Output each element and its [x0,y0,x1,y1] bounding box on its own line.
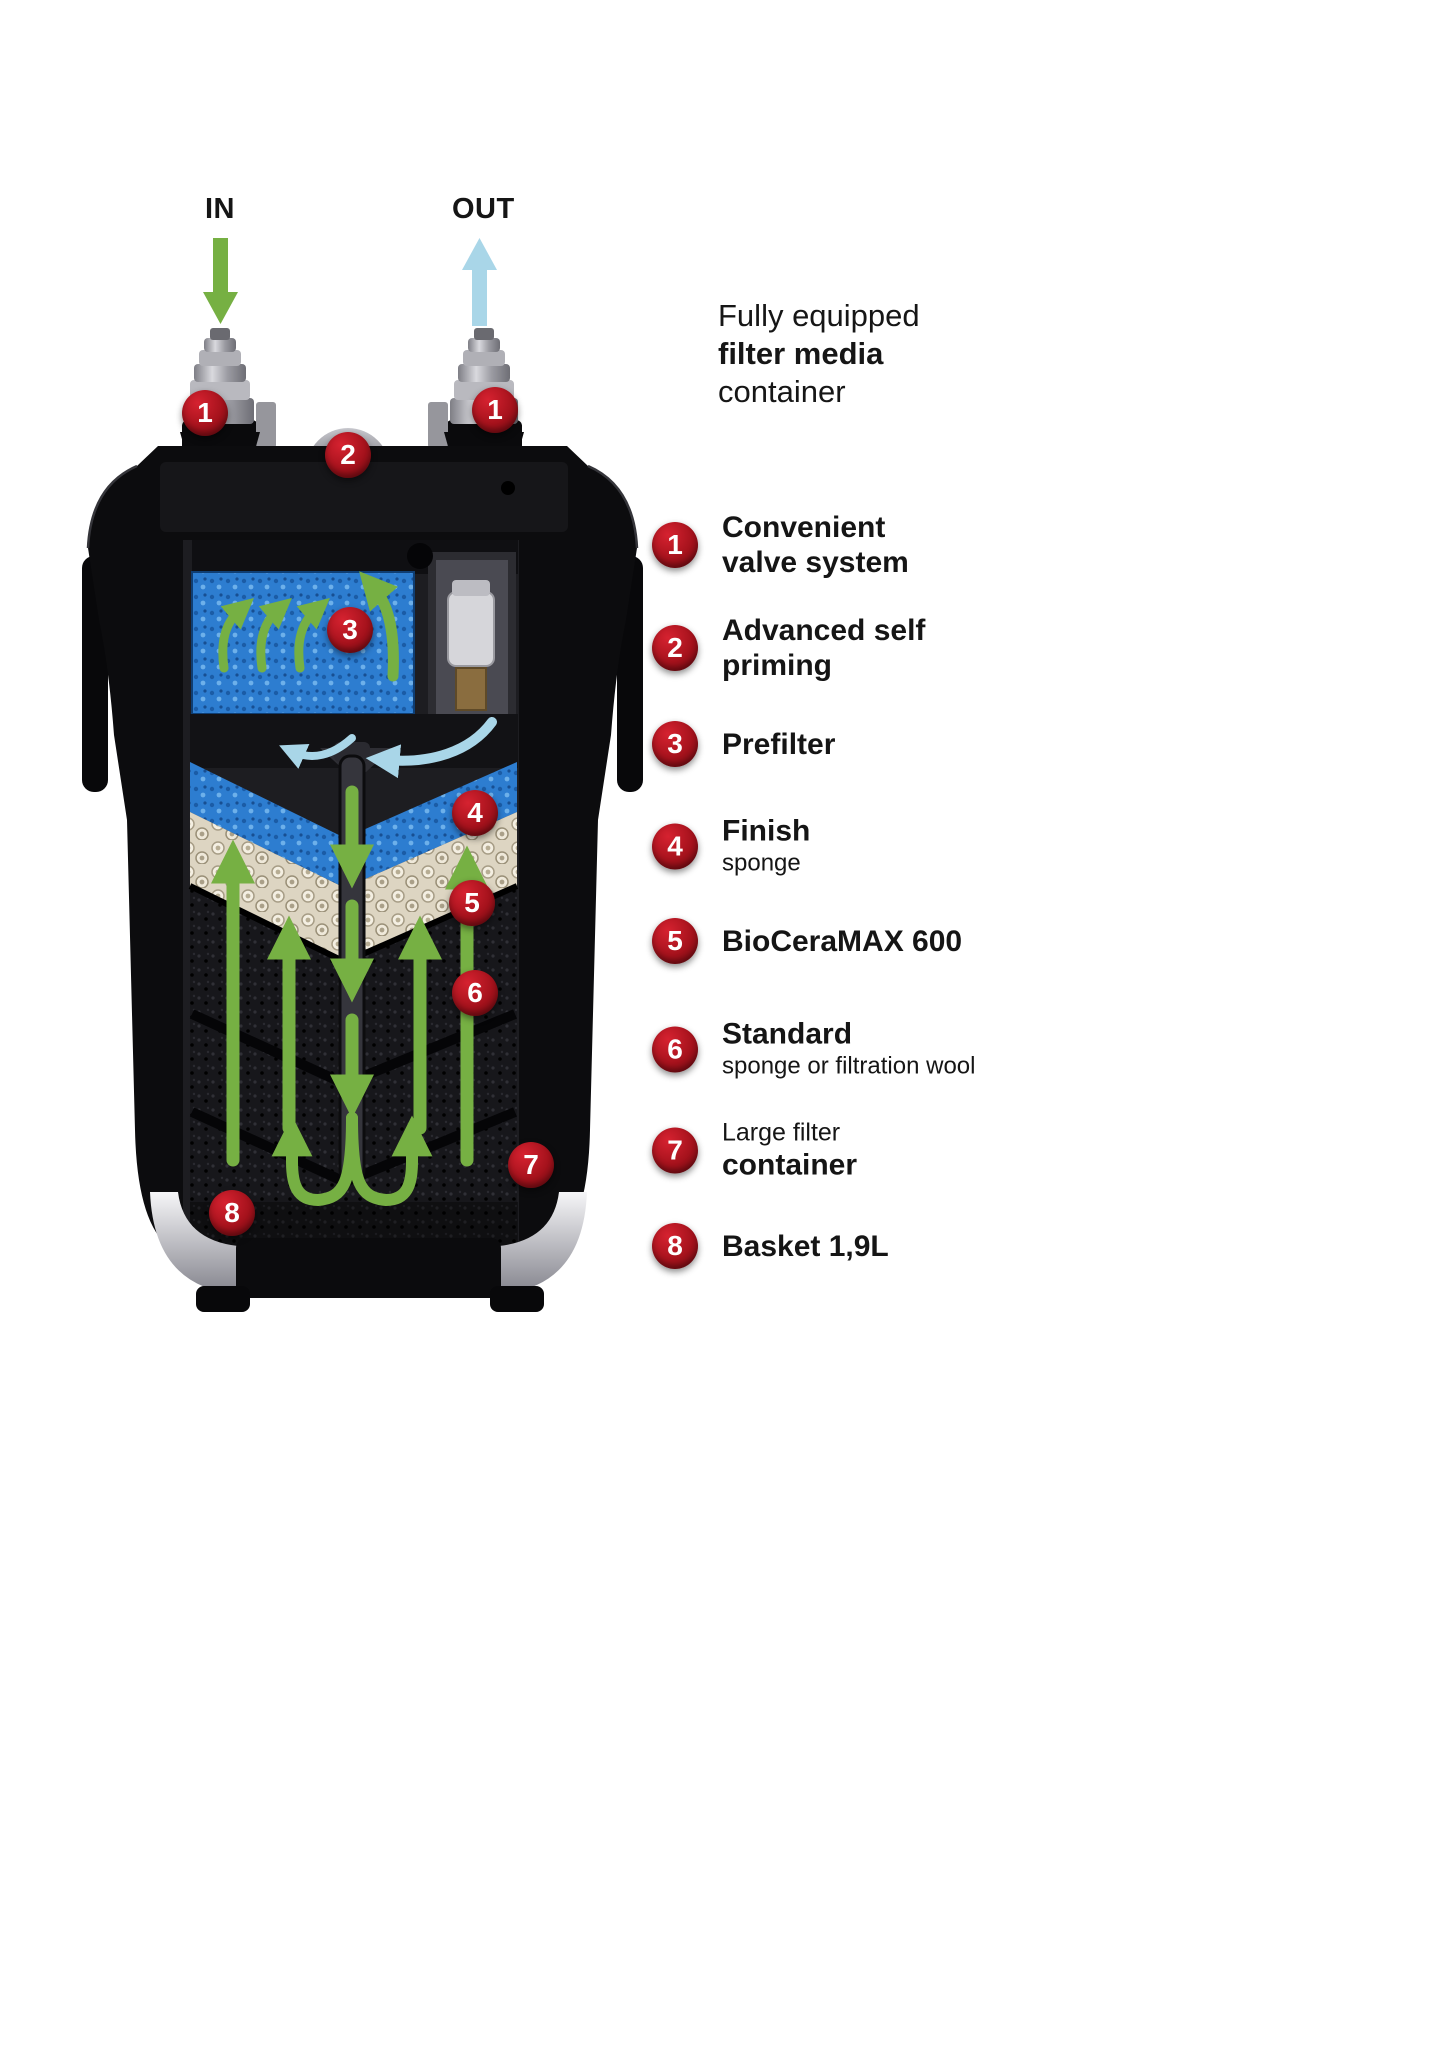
heading-line-3: container [718,374,846,409]
flow-arrows-blue [279,717,497,779]
legend-6-line-2: sponge or filtration wool [722,1052,976,1080]
diagram-badge-finish-sponge: 4 [452,790,498,836]
legend-6-line-1: Standard [722,1017,853,1051]
heading-line-1: Fully equipped [718,298,920,333]
legend-badge-5: 5 [652,918,698,964]
legend-badge-3: 3 [652,721,698,767]
legend-5-line-1: BioCeraMAX 600 [722,924,963,958]
diagram-badge-valve-right: 1 [472,387,518,433]
diagram-badge-bioceramax: 5 [449,880,495,926]
diagram-badge-standard-sponge: 6 [452,970,498,1016]
legend-7-line-1: Large filter [722,1118,841,1147]
legend-item-standard-sponge: 6 Standard sponge or filtration wool [652,1017,975,1082]
diagram-badge-basket: 8 [209,1190,255,1236]
legend-item-basket: 8 Basket 1,9L [652,1223,889,1269]
legend-item-finish-sponge: 4 Finish sponge [652,814,810,879]
legend-item-self-priming: 2 Advanced self priming [652,613,925,683]
legend-3-line-1: Prefilter [722,727,836,761]
legend-item-prefilter: 3 Prefilter [652,721,835,767]
legend-1-line-1: Convenient [722,511,886,544]
out-flow-arrow [462,238,497,326]
legend-8-line-1: Basket 1,9L [722,1229,889,1263]
legend-2-line-1: Advanced self [722,614,926,647]
diagram-badge-prefilter: 3 [327,607,373,653]
legend-badge-4: 4 [652,823,698,869]
heading: Fully equipped filter media container [718,297,920,411]
lid-clip-right [428,402,448,448]
in-label: IN [205,193,235,225]
legend-7-line-2: container [722,1148,858,1182]
legend-4-line-2: sponge [722,849,801,877]
legend-badge-6: 6 [652,1026,698,1072]
legend-4-line-1: Finish [722,814,811,848]
flow-arrows-green [210,571,490,1207]
legend-badge-8: 8 [652,1223,698,1269]
in-flow-arrow [203,238,238,324]
legend-item-bioceramax: 5 BioCeraMAX 600 [652,918,962,964]
base-ring [150,1192,587,1312]
out-label: OUT [452,193,515,225]
legend-2-line-2: priming [722,649,832,682]
diagram-badge-container: 7 [508,1142,554,1188]
legend-badge-7: 7 [652,1127,698,1173]
heading-line-2: filter media [718,336,884,371]
legend-badge-1: 1 [652,522,698,568]
diagram-badge-priming: 2 [325,432,371,478]
legend-badge-2: 2 [652,625,698,671]
legend-item-valve-system: 1 Convenient valve system [652,510,909,580]
legend-1-line-2: valve system [722,546,909,579]
diagram-badge-valve-left: 1 [182,390,228,436]
legend-item-large-container: 7 Large filter container [652,1118,857,1183]
lid-clip-left [256,402,276,448]
